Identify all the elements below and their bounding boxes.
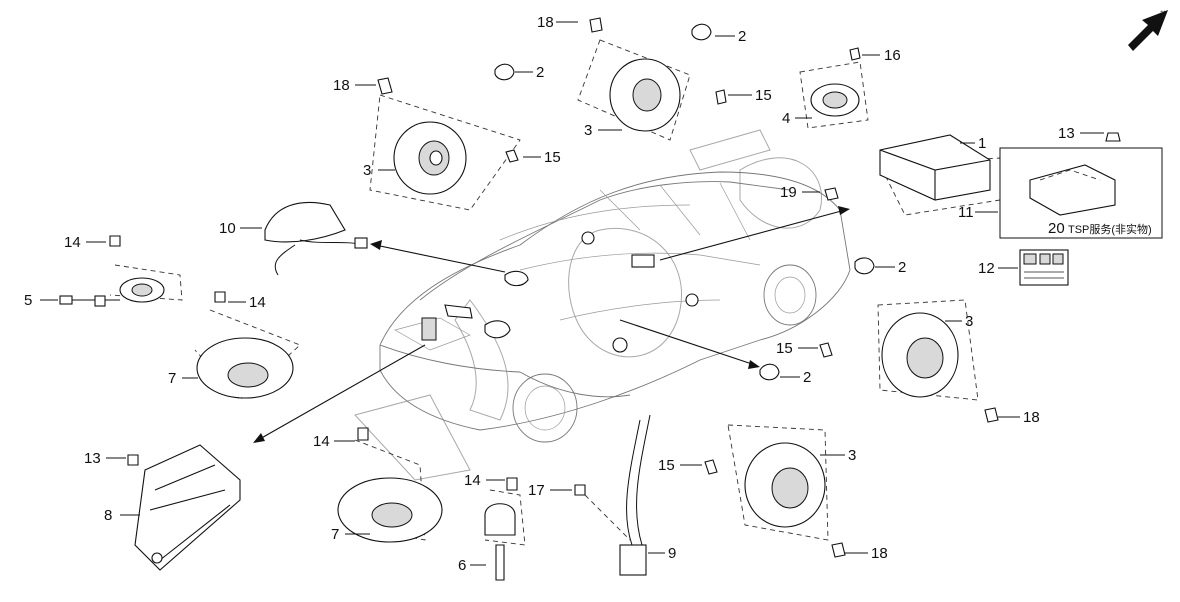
part-label-9: 9: [668, 545, 676, 562]
tweeter-front: [799, 47, 869, 129]
part-label-10: 10: [219, 220, 236, 237]
part-label-14: 14: [464, 472, 481, 489]
part-label-15: 15: [658, 457, 675, 474]
part-label-12: 12: [978, 260, 995, 277]
part-label-20: 20: [1048, 220, 1065, 237]
speaker-front-right-door: [494, 17, 727, 141]
part-label-2: 2: [536, 64, 544, 81]
part-label-2: 2: [898, 259, 906, 276]
leader-lines: [40, 21, 1104, 566]
tweeter-6: [484, 477, 526, 581]
part-label-8: 8: [104, 507, 112, 524]
part-label-11: 11: [958, 204, 974, 221]
speaker-rear-left-door: [704, 424, 846, 558]
antenna-10: [264, 201, 368, 276]
part-label-6: 6: [458, 557, 466, 574]
part-label-7: 7: [331, 526, 339, 543]
part-label-4: 4: [782, 110, 790, 127]
speaker-7-left: [194, 291, 301, 401]
pointer-arrows: [253, 206, 850, 443]
part-label-14: 14: [64, 234, 81, 251]
part-label-3: 3: [363, 162, 371, 179]
part-label-7: 7: [168, 370, 176, 387]
speaker-front-left-door: [369, 77, 521, 211]
part-label-18: 18: [871, 545, 888, 562]
part-label-3: 3: [584, 122, 592, 139]
part-label-13: 13: [84, 450, 101, 467]
part-label-14: 14: [313, 433, 330, 450]
part-label-2: 2: [803, 369, 811, 386]
part-label-15: 15: [755, 87, 772, 104]
part-label-17: 17: [528, 482, 545, 499]
part-label-19: 19: [780, 184, 797, 201]
label-sticker-12: [1019, 249, 1069, 286]
tsp-service-text: TSP服务(非实物): [1068, 222, 1152, 236]
harness-9: [574, 414, 651, 576]
part-label-15: 15: [544, 149, 561, 166]
north-arrow-label: 前: [1160, 10, 1166, 18]
part-label-14: 14: [249, 294, 266, 311]
speaker-7-center: [337, 427, 443, 543]
part-label-18: 18: [1023, 409, 1040, 426]
vehicle-outline: [379, 171, 851, 443]
north-arrow-icon: 前: [1128, 10, 1168, 51]
part-label-5: 5: [24, 292, 32, 309]
tsp-module-box: 20 TSP服务(非实物): [999, 132, 1163, 239]
part-number-labels: 18 2 2 18 16 15 3 4 1 13 15 3 19 11 10 1…: [24, 14, 1075, 574]
part-label-18: 18: [537, 14, 554, 31]
part-label-16: 16: [884, 47, 901, 64]
part-label-3: 3: [965, 313, 973, 330]
part-label-15: 15: [776, 340, 793, 357]
part-label-18: 18: [333, 77, 350, 94]
part-label-1: 1: [978, 135, 986, 152]
amplifier-8: [127, 444, 241, 571]
part-label-3: 3: [848, 447, 856, 464]
part-label-2: 2: [738, 28, 746, 45]
tweeter-5: [59, 235, 183, 307]
speaker-rear-right-door: [759, 257, 999, 423]
part-label-13: 13: [1058, 125, 1075, 142]
amplifier-module-1: [824, 134, 1001, 216]
